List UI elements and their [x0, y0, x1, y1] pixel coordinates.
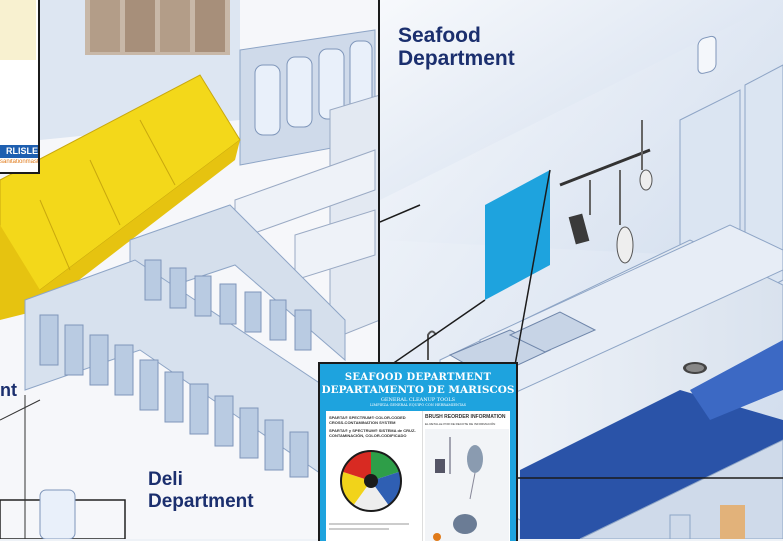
deli-line-1: Deli	[148, 469, 183, 490]
seafood-line-1: Seafood	[398, 24, 481, 47]
carlisle-brand: RLISLE	[0, 145, 38, 158]
tool-photos	[425, 429, 509, 541]
poster-title-es: DEPARTAMENTO DE MARISCOS	[321, 384, 515, 396]
poster-right-sub: EL RETALLE POR DE RECOTE DE INFORMACIÓN	[425, 422, 496, 426]
poster-right-heading: BRUSH REORDER INFORMATION	[425, 414, 506, 420]
brand-tagline: sanitationmaster	[0, 159, 38, 165]
color-code-wheel	[340, 450, 402, 512]
left-partial-label: nt	[0, 380, 17, 400]
brush-reorder-box: BRUSH REORDER INFORMATION EL RETALLE POR…	[422, 411, 509, 541]
panel-divider	[378, 0, 380, 539]
poster-left-heading: SPARTA® SPECTRUM® COLOR-CODED CROSS-CONT…	[329, 415, 406, 425]
store-floor-illustration	[0, 0, 380, 539]
carlisle-poster-fragment: RLISLE sanitationmaster	[0, 0, 40, 174]
poster-body: SPARTA® SPECTRUM® COLOR-CODED CROSS-CONT…	[326, 411, 510, 541]
store-floor-panel: RLISLE sanitationmaster nt Deli Departme…	[0, 0, 380, 539]
seafood-line-2: Department	[398, 47, 515, 70]
deli-line-2: Department	[148, 491, 254, 512]
deli-department-label: Deli Department	[148, 469, 254, 513]
poster-title-en: SEAFOOD DEPARTMENT	[344, 372, 492, 383]
seafood-department-label: Seafood Department	[398, 24, 515, 70]
poster-left-heading-es: SPARTA® y SPECTRUM® SISTEMA de CRUZ-CONT…	[329, 428, 416, 438]
seafood-poster: SEAFOOD DEPARTMENT DEPARTAMENTO DE MARIS…	[318, 362, 518, 541]
poster-subtitle-es: LIMPIEZA GENERAL EQUIPO CON HERRAMIENTAS	[369, 403, 467, 407]
poster-subtitle-en: GENERAL CLEANUP TOOLS	[380, 397, 456, 403]
